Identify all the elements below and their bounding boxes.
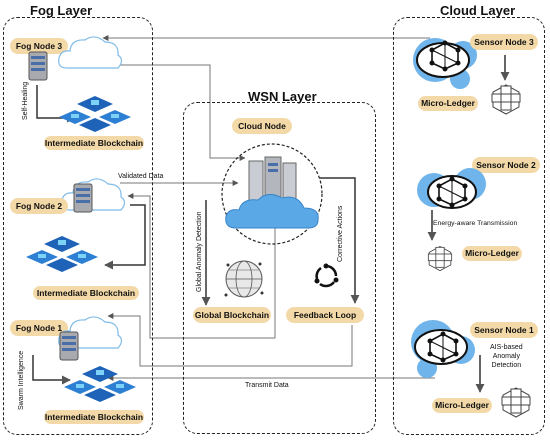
fog2-chain-label: Intermediate Blockchain xyxy=(33,286,139,300)
cloud-layer-title: Cloud Layer xyxy=(440,3,516,18)
sensor1-ledger-label: Micro-Ledger xyxy=(432,398,492,413)
global-anomaly-detection-label: Global Anomaly Detection xyxy=(196,211,203,292)
chip-cluster-icon xyxy=(64,366,136,402)
fog-node-2-label: Fog Node 2 xyxy=(10,198,68,214)
fog-node-1-label: Fog Node 1 xyxy=(10,320,68,336)
cycle-icon xyxy=(314,263,339,288)
flow-feedback-to-fog1 xyxy=(107,313,353,367)
cloud-node-label: Cloud Node xyxy=(232,118,292,134)
cloud-server-circle xyxy=(221,143,323,245)
sensor2-ledger-label: Micro-Ledger xyxy=(462,246,522,261)
block-cube-icon xyxy=(501,387,531,418)
flow-fog3-to-cloud xyxy=(120,64,246,161)
wsn-layer-title: WSN Layer xyxy=(248,89,317,104)
cloud-layer-box xyxy=(393,17,545,435)
sensor3-ledger-label: Micro-Ledger xyxy=(418,96,478,111)
feedback-loop-label: Feedback Loop xyxy=(286,307,364,323)
server-icon xyxy=(59,331,79,361)
global-blockchain-label: Global Blockchain xyxy=(193,307,271,323)
flow-cloud-to-fog2 xyxy=(127,193,276,339)
cloud-icon xyxy=(58,36,123,69)
fog1-process-label: Swarm Intelligence xyxy=(18,350,25,410)
sensor-node-1-label: Sensor Node 1 xyxy=(470,322,538,338)
server-icon xyxy=(28,51,48,81)
flow-corrective xyxy=(320,177,360,304)
chip-cluster-icon xyxy=(26,236,98,272)
validated-data-label: Validated Data xyxy=(118,173,164,180)
block-cube-icon xyxy=(491,84,521,115)
fog-node-3-label: Fog Node 3 xyxy=(10,38,68,54)
cloud-icon xyxy=(225,194,319,229)
server-icon xyxy=(73,183,93,213)
sensor-node-3-label: Sensor Node 3 xyxy=(470,34,538,50)
fog3-chain-label: Intermediate Blockchain xyxy=(44,136,144,150)
globe-icon xyxy=(224,260,264,298)
fog3-process-label: Self-Healing xyxy=(22,81,29,120)
network-graph-icon xyxy=(427,331,459,363)
sensor1-process-label: AIS-based Anomaly Detection xyxy=(490,344,523,369)
network-graph-icon xyxy=(436,176,468,208)
fog-layer-box xyxy=(3,17,153,435)
block-cube-icon xyxy=(427,246,453,272)
sensor-node-2-label: Sensor Node 2 xyxy=(472,157,540,173)
transmit-data-label: Transmit Data xyxy=(245,382,289,389)
corrective-actions-label: Corrective Actions xyxy=(337,205,344,262)
fog1-chain-label: Intermediate Blockchain xyxy=(44,410,144,424)
wsn-layer-box xyxy=(183,102,376,434)
sensor2-process-label: Energy-aware Transmission xyxy=(433,220,518,227)
fog-layer-title: Fog Layer xyxy=(30,3,93,18)
flow-fog1-internal xyxy=(32,355,71,385)
network-graph-icon xyxy=(429,40,461,72)
flow-fog2-internal xyxy=(104,204,146,270)
chip-cluster-icon xyxy=(59,96,131,132)
